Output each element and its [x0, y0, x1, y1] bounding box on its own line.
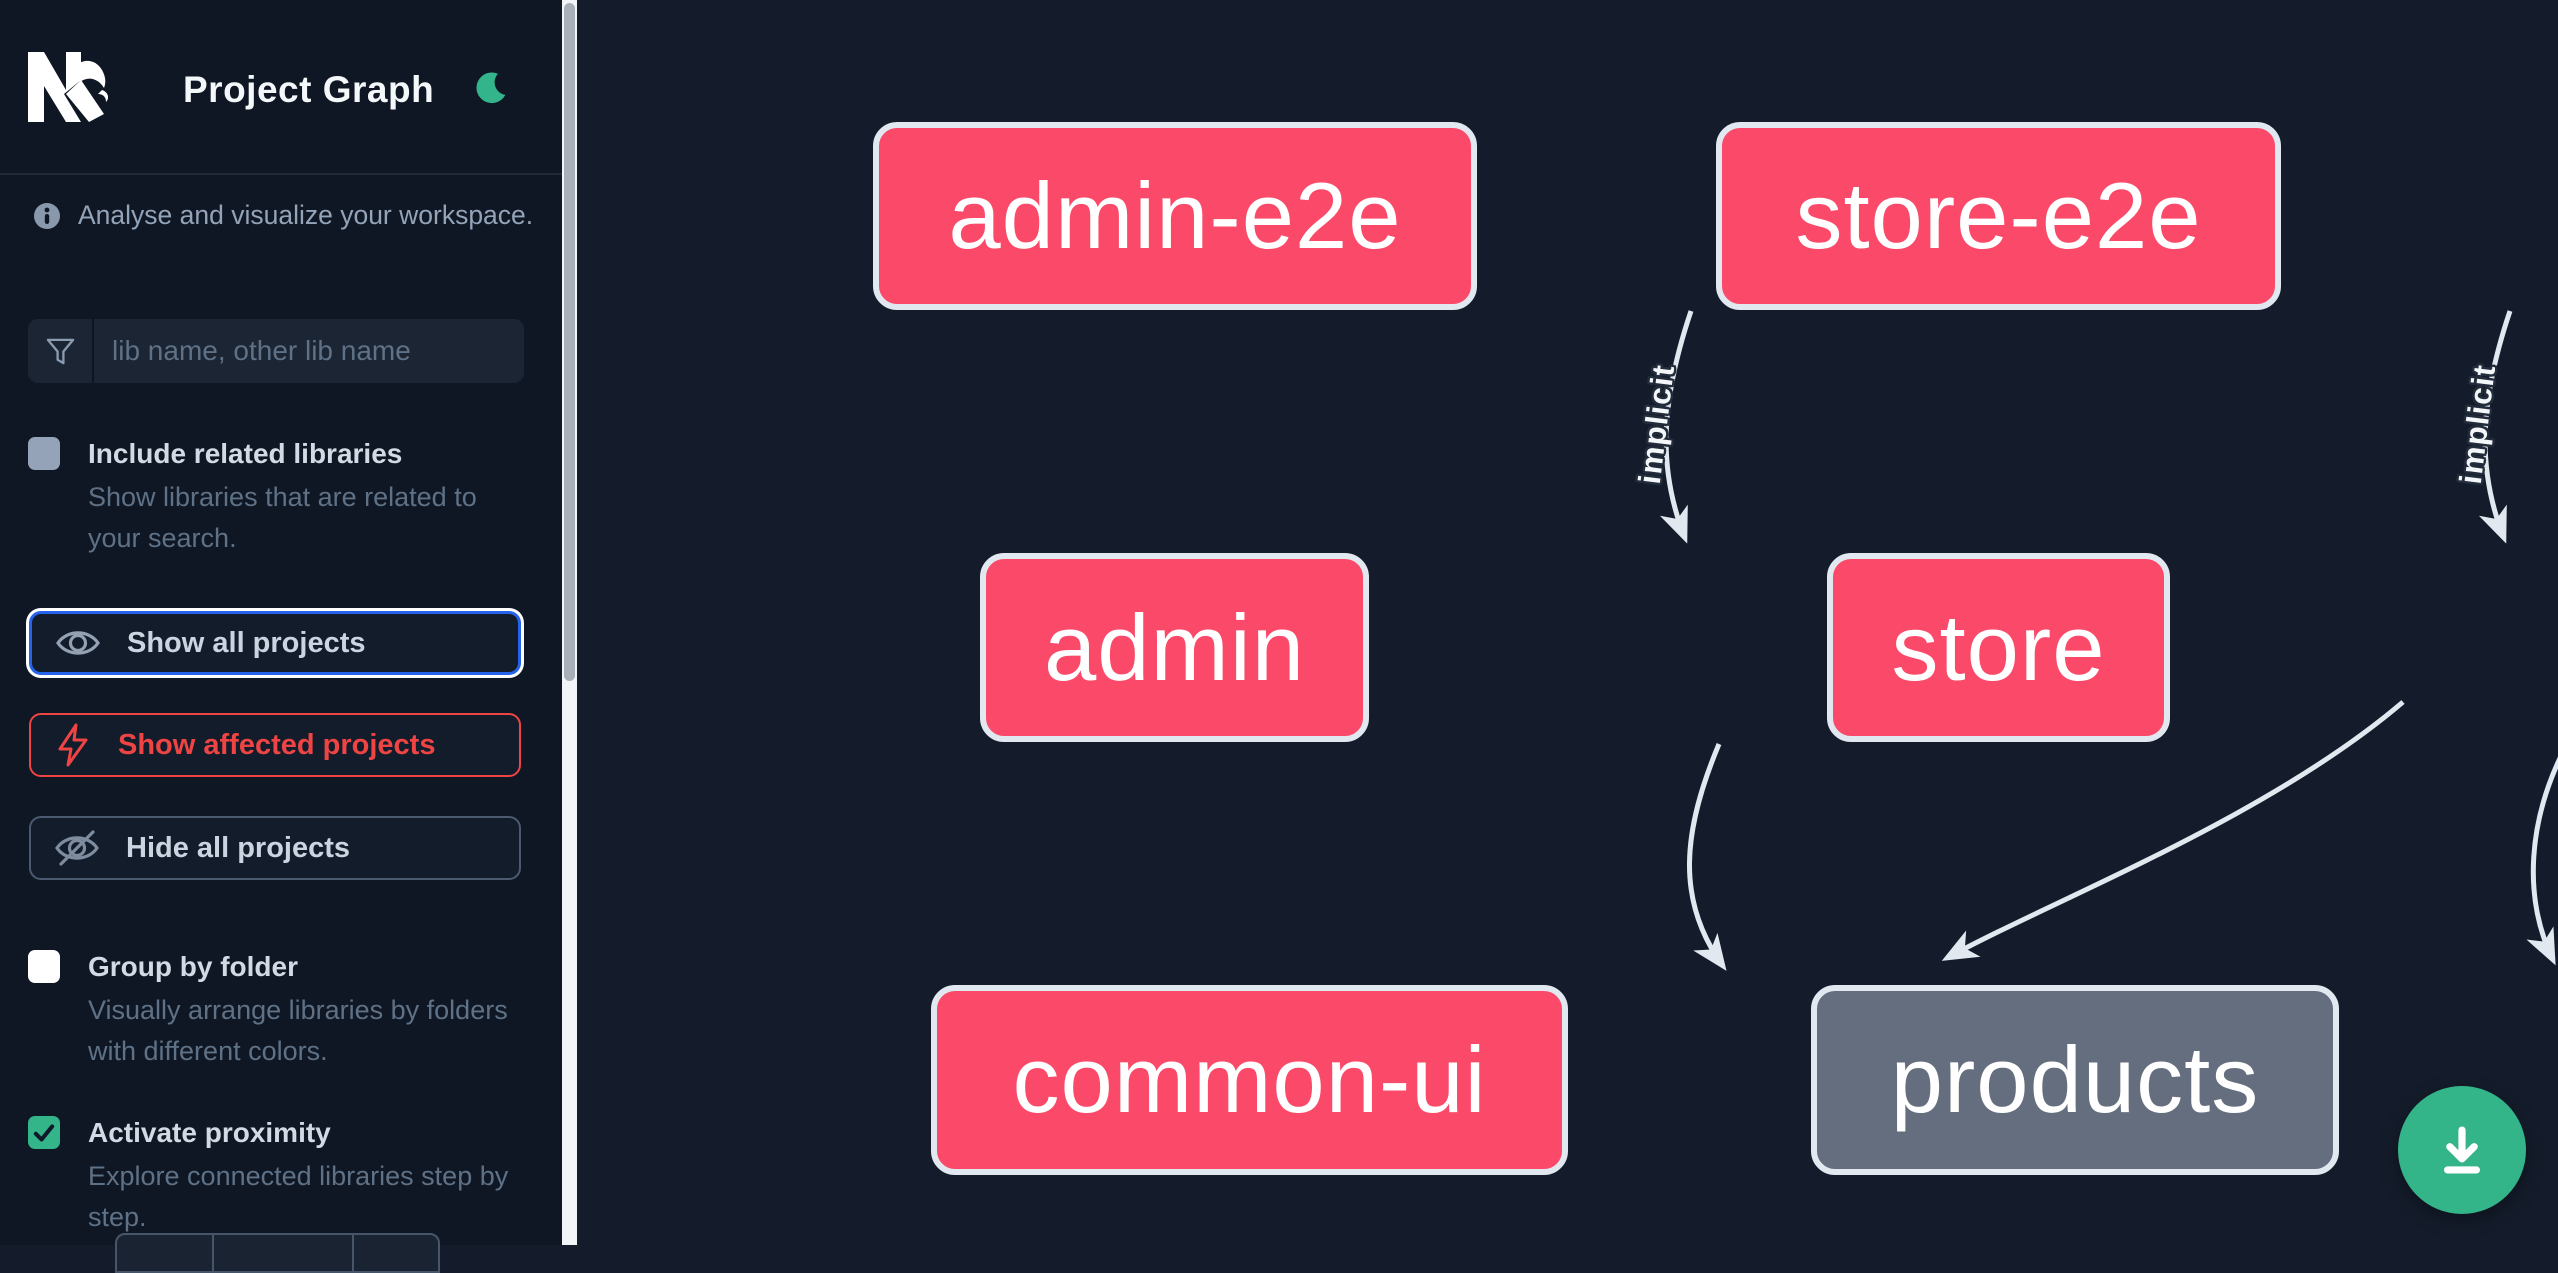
toggle-label: Include related libraries: [88, 438, 403, 469]
toggle-label: Activate proximity: [88, 1117, 331, 1148]
toggle-include-related: Include related libraries Show libraries…: [28, 435, 528, 559]
node-label: products: [1890, 1027, 2260, 1132]
proximity-stepper-control[interactable]: [115, 1233, 440, 1273]
toggle-description: Visually arrange libraries by folders wi…: [88, 995, 508, 1066]
edge-store-common-ui: [1941, 700, 2405, 961]
sidebar: Project Graph Analyse and visualize your…: [0, 0, 562, 1273]
tagline-row: Analyse and visualize your workspace.: [33, 200, 533, 231]
check-icon: [33, 1123, 55, 1142]
button-label: Show affected projects: [118, 728, 436, 761]
node-label: admin-e2e: [948, 163, 1402, 268]
sidebar-header: Project Graph: [0, 0, 562, 175]
node-label: common-ui: [1012, 1027, 1487, 1132]
hide-all-projects-button[interactable]: Hide all projects: [29, 816, 521, 880]
sidebar-scrollbar[interactable]: [562, 0, 577, 1245]
info-icon: [34, 202, 60, 229]
toggle-label: Group by folder: [88, 951, 298, 982]
activate-proximity-checkbox[interactable]: [28, 1116, 60, 1149]
include-related-checkbox[interactable]: [28, 437, 60, 470]
nx-logo: [28, 52, 109, 122]
filter-icon: [46, 338, 74, 364]
search-box: [28, 319, 524, 383]
edge-store-e2e-store: [2478, 310, 2513, 544]
toggle-group-by-folder: Group by folder Visually arrange librari…: [28, 948, 528, 1072]
eye-slash-icon: [55, 830, 99, 866]
show-all-projects-button[interactable]: Show all projects: [29, 611, 521, 675]
edges-layer: [1659, 310, 2558, 971]
download-graph-button[interactable]: [2398, 1086, 2526, 1214]
graph-node-admin-e2e[interactable]: admin-e2e: [873, 122, 1477, 310]
graph-node-store[interactable]: store: [1827, 553, 2170, 742]
graph-node-products[interactable]: products: [1811, 985, 2339, 1175]
node-label: store: [1891, 594, 2106, 700]
node-label: store-e2e: [1795, 163, 2202, 268]
button-label: Hide all projects: [126, 831, 351, 864]
toggle-description: Show libraries that are related to your …: [88, 482, 477, 553]
group-by-folder-checkbox[interactable]: [28, 950, 60, 983]
tagline-text: Analyse and visualize your workspace.: [78, 200, 534, 230]
node-label: admin: [1043, 594, 1306, 700]
bolt-icon: [58, 723, 88, 767]
theme-toggle-moon-icon[interactable]: [470, 69, 508, 107]
page-title: Project Graph: [183, 69, 435, 110]
filter-icon-cell: [28, 319, 94, 383]
scrollbar-thumb[interactable]: [564, 3, 575, 681]
button-label: Show all projects: [127, 626, 366, 659]
eye-icon: [56, 631, 100, 655]
search-input[interactable]: [94, 319, 524, 383]
toggle-description: Explore connected libraries step by step…: [88, 1161, 509, 1232]
edge-store-products: [2526, 756, 2558, 966]
graph-node-common-ui[interactable]: common-ui: [931, 985, 1568, 1175]
edge-admin-common-ui: [1687, 743, 1727, 971]
stepper-value-segment: [212, 1235, 352, 1271]
toggle-activate-proximity: Activate proximity Explore connected lib…: [28, 1114, 528, 1238]
show-affected-projects-button[interactable]: Show affected projects: [29, 713, 521, 777]
graph-node-admin[interactable]: admin: [980, 553, 1369, 742]
stepper-increment-segment[interactable]: [352, 1235, 438, 1271]
graph-node-store-e2e[interactable]: store-e2e: [1716, 122, 2281, 310]
download-icon: [2444, 1126, 2480, 1174]
stepper-decrement-segment[interactable]: [117, 1235, 212, 1271]
edge-admin-e2e-admin: [1659, 310, 1694, 544]
